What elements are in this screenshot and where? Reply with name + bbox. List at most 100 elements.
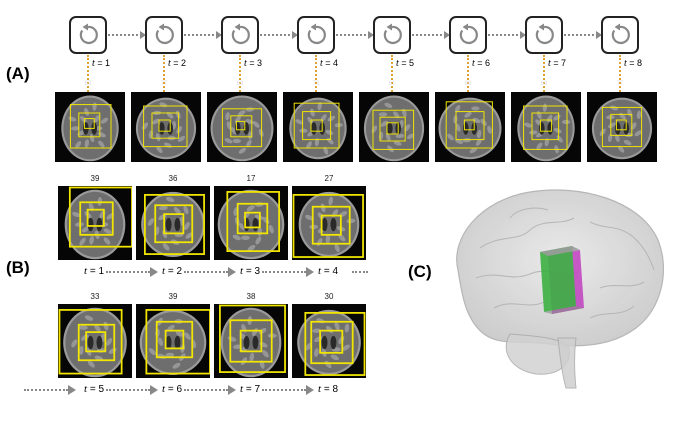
rotate-cycle-icon (459, 23, 478, 45)
time-variable: t (92, 58, 95, 69)
attention-boxes (292, 193, 364, 258)
time-value: = 4 (322, 58, 339, 68)
panel-label-b: (B) (6, 258, 30, 277)
time-variable: t (84, 383, 88, 395)
sequence-arrow-trailing (352, 271, 368, 273)
time-step-label: t = 3 (240, 265, 260, 277)
time-step-label: t = 7 (548, 58, 566, 69)
time-value: = 7 (243, 384, 261, 395)
mri-slice (511, 92, 581, 162)
arrow-head (68, 385, 76, 395)
mri-slice (587, 92, 657, 162)
mri-slice (435, 92, 505, 162)
slice-score: 89 (464, 81, 472, 87)
step-box (373, 16, 411, 54)
attention-boxes (523, 105, 568, 150)
rotate-cycle-icon (307, 23, 326, 45)
time-step-label: t = 1 (92, 58, 110, 69)
time-step-label: t = 2 (162, 265, 182, 277)
time-step-label: t = 2 (168, 58, 186, 69)
slice-score: 33 (90, 292, 100, 301)
mri-slice (359, 92, 429, 162)
time-value: = 3 (246, 58, 263, 68)
sequence-arrow (262, 271, 306, 273)
mri-slice-large (214, 304, 288, 378)
sequence-arrow (262, 389, 306, 391)
mri-slice-large (136, 186, 210, 260)
arrow-head (444, 31, 450, 39)
slice-score: 77 (616, 81, 624, 87)
arrow-head (368, 31, 374, 39)
time-value: = 5 (87, 384, 105, 395)
time-variable: t (396, 58, 399, 69)
step-box (449, 16, 487, 54)
brain-3d-render (456, 189, 664, 389)
arrow-head (150, 267, 158, 277)
time-variable: t (318, 265, 322, 277)
time-variable: t (162, 383, 166, 395)
time-variable: t (168, 58, 171, 69)
time-variable: t (624, 58, 627, 69)
mri-slice (131, 92, 201, 162)
step-box (297, 16, 335, 54)
sequence-arrow (260, 34, 294, 38)
rotate-cycle-icon (231, 23, 250, 45)
mri-slice-large (58, 304, 132, 378)
time-value: = 5 (398, 58, 415, 68)
sequence-arrow (106, 271, 150, 273)
step-connector (391, 55, 393, 103)
time-step-label: t = 1 (84, 265, 104, 277)
slice-score: 73 (312, 81, 320, 87)
step-connector (315, 55, 317, 103)
step-box (69, 16, 107, 54)
time-step-label: t = 6 (472, 58, 490, 69)
time-variable: t (548, 58, 551, 69)
step-box (601, 16, 639, 54)
time-value: = 2 (170, 58, 187, 68)
arrow-head (150, 385, 158, 395)
arrow-head (306, 267, 314, 277)
mri-slice (207, 92, 277, 162)
rotate-cycle-icon (535, 23, 554, 45)
attention-boxes (226, 191, 281, 253)
step-connector (163, 55, 165, 103)
time-step-label: t = 7 (240, 383, 260, 395)
step-connector (239, 55, 241, 103)
attention-boxes (372, 109, 415, 150)
attention-boxes (445, 101, 493, 149)
attention-boxes (293, 102, 340, 149)
rotate-cycle-icon (383, 23, 402, 45)
mri-slice (283, 92, 353, 162)
slice-score: 38 (246, 292, 256, 301)
time-variable: t (320, 58, 323, 69)
attention-boxes (68, 186, 132, 248)
mri-slice-image (214, 304, 288, 378)
mri-slice-image (292, 186, 366, 260)
attention-boxes (601, 106, 643, 148)
slice-score: 69 (540, 81, 548, 87)
attention-boxes (143, 193, 205, 255)
time-value: = 6 (474, 58, 491, 68)
sequence-arrow (488, 34, 522, 38)
time-value: = 6 (165, 384, 183, 395)
attention-boxes (221, 108, 263, 148)
attention-boxes (304, 311, 366, 376)
panel-label-a: (A) (6, 64, 30, 83)
time-variable: t (162, 265, 166, 277)
step-connector (619, 55, 621, 103)
time-value: = 8 (321, 384, 339, 395)
arrow-head (520, 31, 526, 39)
attention-boxes (58, 309, 123, 375)
arrow-head (596, 31, 602, 39)
mri-slice-image (511, 92, 581, 162)
step-connector (87, 55, 89, 103)
slice-score: 17 (246, 174, 256, 183)
mri-slice-large (58, 186, 132, 260)
time-step-label: t = 8 (624, 58, 642, 69)
slice-score: 77 (160, 81, 168, 87)
step-box (221, 16, 259, 54)
mri-slice-image (207, 92, 277, 162)
sequence-arrow (564, 34, 598, 38)
time-value: = 8 (626, 58, 643, 68)
arrow-head (306, 385, 314, 395)
